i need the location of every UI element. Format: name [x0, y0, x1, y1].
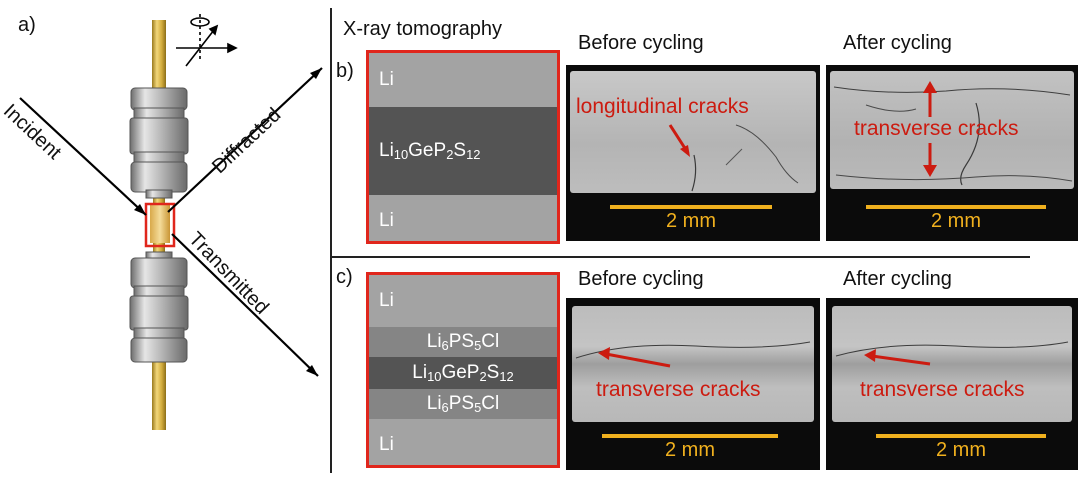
- c-after-ct-image: transverse cracks 2 mm: [826, 298, 1078, 470]
- vertical-separator: [330, 8, 332, 473]
- diffracted-arrowhead: [310, 68, 322, 79]
- b-before-scale-bar: [610, 205, 772, 209]
- b-layer-lgps: Li10GeP2S12: [369, 107, 557, 195]
- c-before-crack-lines: [575, 341, 811, 368]
- xray-tomography-title: X-ray tomography: [343, 18, 502, 40]
- c-after-annotation: transverse cracks: [860, 378, 1025, 401]
- c-after-scale-bar: [876, 434, 1046, 438]
- incident-arrowhead: [134, 204, 146, 215]
- c-layer-lpsc-top: Li6PS5Cl: [369, 327, 557, 357]
- c-after-arrow: [871, 354, 931, 366]
- b-before-scale-label: 2 mm: [666, 210, 716, 232]
- c-layer-lpsc-bottom: Li6PS5Cl: [369, 389, 557, 419]
- sample-highlight-box: [144, 202, 176, 248]
- transmitted-beam: [171, 233, 319, 377]
- panel-label-b: b): [336, 60, 354, 82]
- c-after-scale-label: 2 mm: [936, 439, 986, 461]
- c-before-scale-bar: [602, 434, 778, 438]
- c-layer-li-bottom: Li: [369, 419, 557, 465]
- c-lpsc-top-formula: Li6PS5Cl: [426, 331, 500, 354]
- c-before-title: Before cycling: [578, 268, 704, 290]
- panel-label-c: c): [336, 266, 353, 288]
- b-after-ct-image: transverse cracks 2 mm: [826, 65, 1078, 241]
- c-layer-li-top: Li: [369, 275, 557, 327]
- b-before-annotation: longitudinal cracks: [576, 95, 749, 118]
- b-before-title: Before cycling: [578, 32, 704, 54]
- b-after-title: After cycling: [843, 32, 952, 54]
- c-lgps-formula: Li10GeP2S12: [412, 362, 514, 385]
- b-before-crack-lines: [668, 124, 799, 192]
- b-before-ct-image: longitudinal cracks 2 mm: [566, 65, 820, 241]
- c-before-annotation: transverse cracks: [596, 378, 761, 401]
- setup-schematic: [19, 14, 323, 430]
- sample-cell: [150, 205, 170, 243]
- c-before-arrow: [605, 352, 671, 368]
- c-lpsc-bottom-formula: Li6PS5Cl: [426, 393, 500, 416]
- b-layer-stack: Li Li10GeP2S12 Li: [366, 50, 560, 244]
- lower-fitting: [129, 251, 189, 363]
- panel-label-a: a): [18, 14, 36, 36]
- rotation-axes-icon: [176, 14, 238, 67]
- b-after-scale-bar: [866, 205, 1046, 209]
- b-after-crack-lines: [833, 81, 1073, 186]
- incident-beam: [19, 97, 147, 216]
- upper-fitting: [129, 87, 189, 199]
- b-layer-li-top: Li: [369, 53, 557, 107]
- c-after-title: After cycling: [843, 268, 952, 290]
- c-layer-stack: Li Li6PS5Cl Li10GeP2S12 Li6PS5Cl Li: [366, 272, 560, 468]
- c-before-ct-image: transverse cracks 2 mm: [566, 298, 820, 470]
- transmitted-arrowhead: [306, 365, 318, 376]
- c-before-scale-label: 2 mm: [665, 439, 715, 461]
- upper-rod: [152, 20, 166, 100]
- b-after-scale-label: 2 mm: [931, 210, 981, 232]
- c-layer-lgps: Li10GeP2S12: [369, 357, 557, 389]
- c-after-crack-lines: [835, 341, 1069, 366]
- b-lgps-formula: Li10GeP2S12: [379, 140, 481, 163]
- horizontal-separator: [330, 256, 1030, 258]
- b-layer-li-bottom: Li: [369, 195, 557, 241]
- b-after-annotation: transverse cracks: [854, 117, 1019, 140]
- diffracted-beam: [167, 67, 323, 213]
